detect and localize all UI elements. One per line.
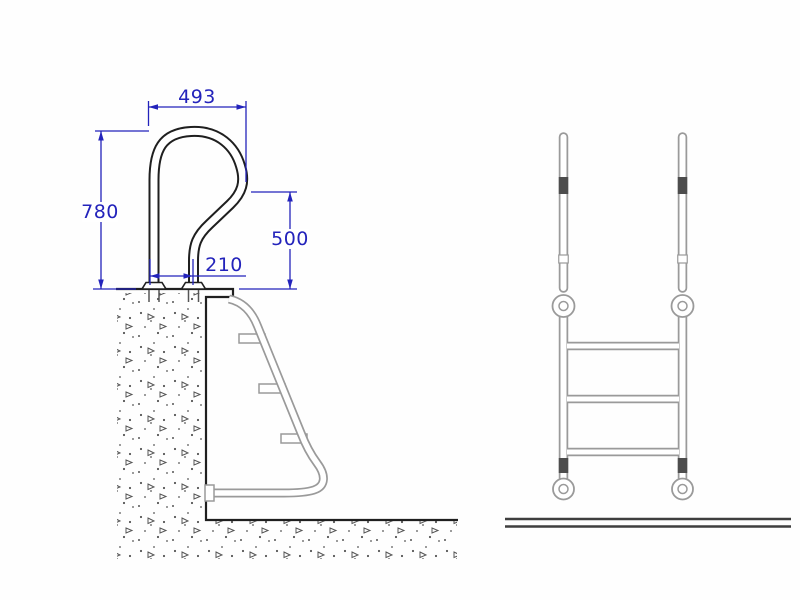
underwater-ladder-side — [204, 294, 328, 502]
wall-mount-bracket — [204, 484, 215, 502]
rail-grip-band — [558, 177, 569, 194]
rail-bend-flange-center — [677, 483, 688, 495]
side-view: 493 780 500 210 — [81, 86, 458, 559]
upper-rails-front — [558, 132, 688, 293]
handrail-tube-inner — [150, 127, 247, 289]
pool-floor-front — [505, 517, 791, 528]
deck-and-wall — [116, 287, 458, 522]
wall-concrete-texture — [117, 293, 205, 559]
deck-wall-floor-line — [116, 287, 458, 522]
front-view — [505, 132, 791, 528]
deck-flange — [140, 281, 168, 290]
anchor-collar — [677, 254, 688, 264]
dim-top-width-label: 493 — [178, 86, 216, 108]
rail-bend-flange-center — [558, 483, 569, 495]
handrail-side — [140, 125, 249, 302]
dimension-493: 493 — [147, 86, 247, 182]
dimension-780: 780 — [81, 130, 149, 290]
dim-left-height-label: 780 — [81, 201, 119, 223]
rail-grip-band — [677, 458, 688, 473]
dim-post-spacing-label: 210 — [205, 254, 243, 276]
floor-concrete-texture — [205, 521, 457, 559]
rail-bend-flange-center — [677, 300, 688, 312]
dimension-210: 210 — [149, 254, 246, 285]
ladder-stringer-inner — [212, 296, 327, 496]
deck-flange — [180, 281, 207, 290]
rail-grip-band — [677, 177, 688, 194]
dimension-500: 500 — [239, 191, 309, 290]
anchor-collar — [558, 254, 569, 264]
dim-right-height-label: 500 — [271, 228, 309, 250]
rail-grip-band — [558, 458, 569, 473]
lower-ladder-front — [551, 294, 695, 501]
rail-bend-flange-center — [558, 300, 569, 312]
ladder-stringer-outer — [212, 294, 328, 498]
